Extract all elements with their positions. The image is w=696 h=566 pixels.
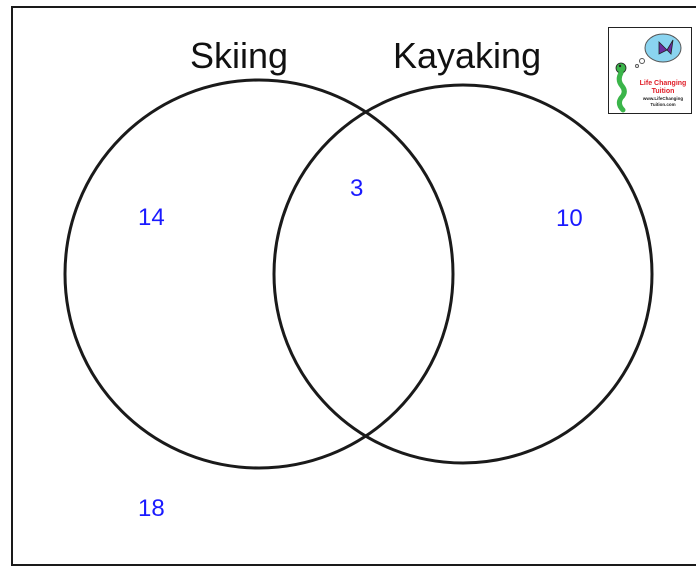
logo-artwork [615,33,682,113]
venn-diagram: Skiing Kayaking 14 3 10 18 [63,35,654,522]
skiing-only-value: 14 [138,204,165,231]
logo-line-1: Life Changing [639,80,687,87]
worm-body-icon [616,70,627,113]
diagram-frame [11,6,696,566]
kayaking-circle [272,83,654,465]
butterfly-icon [658,39,674,55]
skiing-circle [63,78,455,470]
logo-line-2: Tuition [651,88,675,95]
skiing-label: Skiing [190,35,289,76]
logo-line-3: www.LifeChanging [642,96,684,101]
thought-dot-tiny-icon [635,64,639,68]
both-value: 3 [350,175,364,202]
life-changing-tuition-logo: Life Changing Tuition www.LifeChanging T… [608,27,692,114]
kayaking-label: Kayaking [393,35,542,76]
neither-value: 18 [138,495,165,522]
venn-circles [63,78,654,470]
kayaking-only-value: 10 [556,205,583,232]
worm-eye-icon [618,64,622,68]
logo-line-4: Tuition.com [650,102,676,107]
thought-dot-small-icon [639,58,645,64]
